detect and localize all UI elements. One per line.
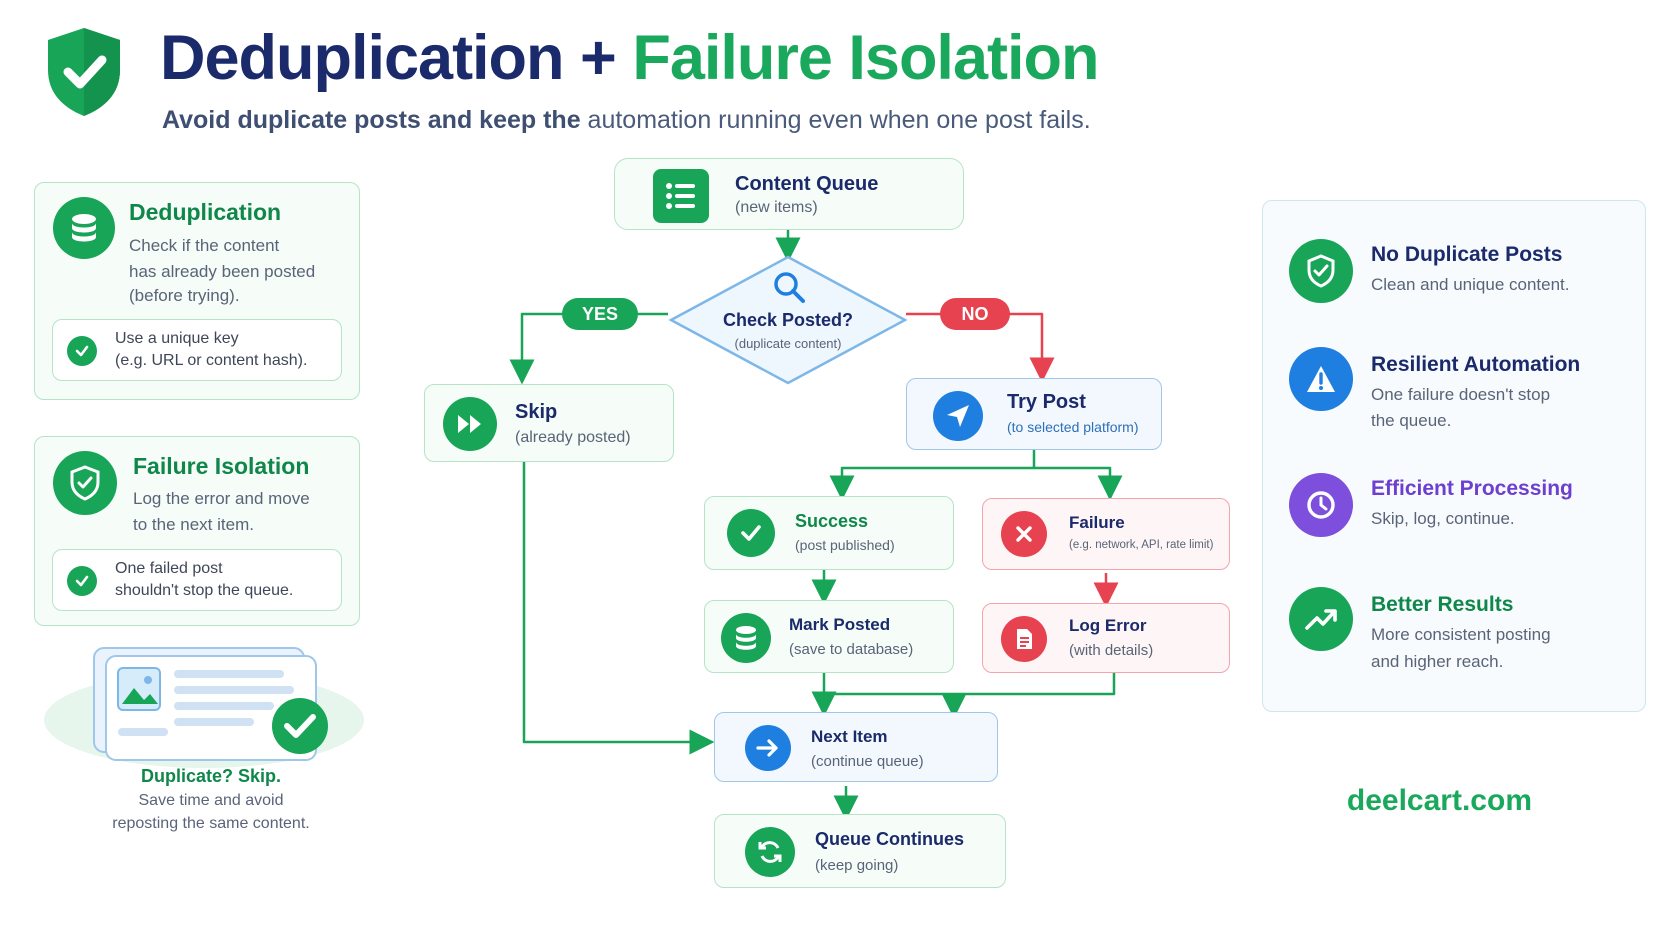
search-icon [772,270,806,304]
dedup-desc-3: (before trying). [129,286,240,305]
list-icon [653,169,709,223]
clock-icon [1289,473,1353,537]
content-queue-title: Content Queue [735,173,879,195]
benefit-2-title: Resilient Automation [1371,353,1581,376]
check-icon [67,336,97,366]
failure-tip-box: One failed post shouldn't stop the queue… [52,549,342,611]
subtitle-rest: automation running even when one post fa… [587,106,1091,134]
no-label: NO [940,298,1010,330]
try-post-node: Try Post (to selected platform) [906,378,1162,450]
next-item-sub: (continue queue) [811,753,924,770]
benefit-1-title: No Duplicate Posts [1371,243,1563,266]
log-error-title: Log Error [1069,616,1147,635]
x-icon [1001,511,1047,557]
dedup-title: Deduplication [129,199,282,225]
mark-posted-node: Mark Posted (save to database) [704,600,954,673]
failure-tip-1: One failed post [115,560,223,577]
dedup-card: Deduplication Check if the content has a… [34,182,360,400]
illustration-title: Duplicate? Skip. [140,766,282,786]
success-title: Success [795,511,869,531]
shield-check-icon [44,26,124,118]
subtitle-bold: Avoid duplicate posts and keep the [162,106,581,134]
check-posted-node: Check Posted? (duplicate content) [668,254,908,386]
dedup-tip-2: (e.g. URL or content hash). [115,352,308,369]
benefit-4-desc-1: More consistent posting [1371,625,1551,644]
failure-isolation-title: Failure Isolation [133,453,310,479]
shield-icon [53,451,117,515]
queue-continues-node: Queue Continues (keep going) [714,814,1006,888]
dedup-desc-2: has already been posted [129,262,316,281]
page-title: Deduplication + Failure Isolation [160,22,1099,94]
failure-title: Failure [1069,513,1125,532]
benefits-panel: No Duplicate Posts Clean and unique cont… [1262,200,1646,712]
refresh-icon [745,827,795,877]
yes-label: YES [562,298,638,330]
check-posted-title: Check Posted? [722,310,854,330]
title-part1: Deduplication [160,23,565,93]
skip-sub: (already posted) [515,429,631,446]
send-icon [933,391,983,441]
check-icon [727,509,775,557]
skip-title: Skip [515,401,558,423]
benefit-3-title: Efficient Processing [1371,477,1573,500]
failure-isolation-desc-2: to the next item. [133,515,254,534]
benefit-2-desc-1: One failure doesn't stop [1371,385,1551,404]
content-queue-sub: (new items) [735,199,818,216]
failure-sub: (e.g. network, API, rate limit) [1069,539,1214,551]
benefit-1-desc: Clean and unique content. [1371,275,1570,294]
illustration-desc-2: reposting the same content. [112,815,310,832]
check-icon [67,566,97,596]
fast-forward-icon [443,397,497,451]
next-item-node: Next Item (continue queue) [714,712,998,782]
log-error-sub: (with details) [1069,642,1154,659]
shield-check-icon [1289,239,1353,303]
warning-icon [1289,347,1353,411]
illustration-desc-1: Save time and avoid [138,792,284,809]
database-icon [53,197,115,259]
success-sub: (post published) [795,537,895,553]
dedup-tip-1: Use a unique key [115,330,239,347]
failure-isolation-card: Failure Isolation Log the error and move… [34,436,360,626]
mark-posted-sub: (save to database) [789,641,914,658]
mark-posted-title: Mark Posted [789,615,891,634]
benefit-3-desc: Skip, log, continue. [1371,509,1515,528]
dedup-tip-box: Use a unique key (e.g. URL or content ha… [52,319,342,381]
queue-continues-sub: (keep going) [815,857,899,874]
document-icon [1001,616,1047,662]
benefit-4-desc-2: and higher reach. [1371,652,1504,671]
duplicate-skip-illustration [44,640,366,770]
failure-isolation-desc-1: Log the error and move [133,489,310,508]
try-post-title: Try Post [1007,391,1086,413]
dedup-desc-1: Check if the content [129,236,280,255]
content-queue-node: Content Queue (new items) [614,158,964,230]
database-icon [721,613,771,663]
success-node: Success (post published) [704,496,954,570]
log-error-node: Log Error (with details) [982,603,1230,673]
benefit-4-title: Better Results [1371,593,1514,616]
try-post-sub: (to selected platform) [1007,419,1139,435]
arrow-right-icon [745,725,791,771]
next-item-title: Next Item [811,727,888,746]
failure-tip-2: shouldn't stop the queue. [115,582,294,599]
brand-link[interactable]: deelcart.com [1346,784,1532,817]
failure-node: Failure (e.g. network, API, rate limit) [982,498,1230,570]
title-separator: + [580,23,617,93]
check-posted-sub: (duplicate content) [734,336,842,351]
skip-node: Skip (already posted) [424,384,674,462]
benefit-2-desc-2: the queue. [1371,411,1452,430]
trending-up-icon [1289,587,1353,651]
page-subtitle: Avoid duplicate posts and keep the autom… [162,106,1091,135]
queue-continues-title: Queue Continues [815,829,965,849]
title-part2: Failure Isolation [632,23,1099,93]
